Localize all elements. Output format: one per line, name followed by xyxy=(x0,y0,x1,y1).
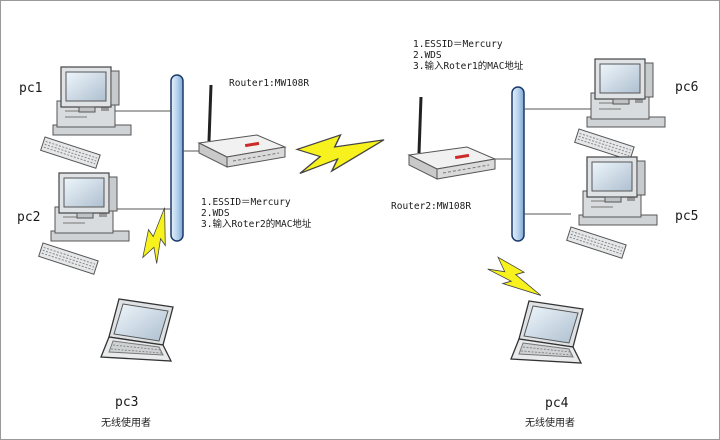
router2-setting-3: 3.输入Roter1的MAC地址 xyxy=(413,61,524,72)
router2-icon xyxy=(407,95,497,181)
router1-setting-2: 2.WDS xyxy=(201,208,230,219)
pc6-desktop-icon xyxy=(574,58,666,161)
pc2-desktop-icon xyxy=(38,172,130,275)
router2-settings: 1.ESSID＝Mercury 2.WDS 3.输入Roter1的MAC地址 xyxy=(413,39,523,72)
router2-setting-2: 2.WDS xyxy=(413,50,442,61)
router1-settings: 1.ESSID＝Mercury 2.WDS 3.输入Roter2的MAC地址 xyxy=(201,197,311,230)
pc1-desktop-icon xyxy=(40,66,132,169)
router1-icon xyxy=(197,83,287,169)
pc3-laptop-icon xyxy=(100,298,174,362)
router2-setting-1: 1.ESSID＝Mercury xyxy=(413,39,503,50)
pc5-desktop-icon xyxy=(566,156,658,259)
hub-left xyxy=(170,74,184,242)
pc6-label: pc6 xyxy=(675,80,699,95)
pc3-label: pc3 xyxy=(115,395,139,410)
wds-link-lightning-icon xyxy=(296,134,385,175)
pc4-wireless-caption: 无线使用者 xyxy=(525,418,575,429)
router1-setting-1: 1.ESSID＝Mercury xyxy=(201,197,291,208)
router1-setting-3: 3.输入Roter2的MAC地址 xyxy=(201,219,312,230)
hub-right xyxy=(511,86,525,242)
router1-label: Router1:MW108R xyxy=(229,78,310,89)
pc2-label: pc2 xyxy=(17,210,41,225)
pc5-label: pc5 xyxy=(675,209,699,224)
pc4-laptop-icon xyxy=(510,300,584,364)
pc4-label: pc4 xyxy=(545,396,569,411)
router2-label: Router2:MW108R xyxy=(391,201,472,212)
pc1-label: pc1 xyxy=(19,81,43,96)
pc3-wireless-caption: 无线使用者 xyxy=(101,418,151,429)
